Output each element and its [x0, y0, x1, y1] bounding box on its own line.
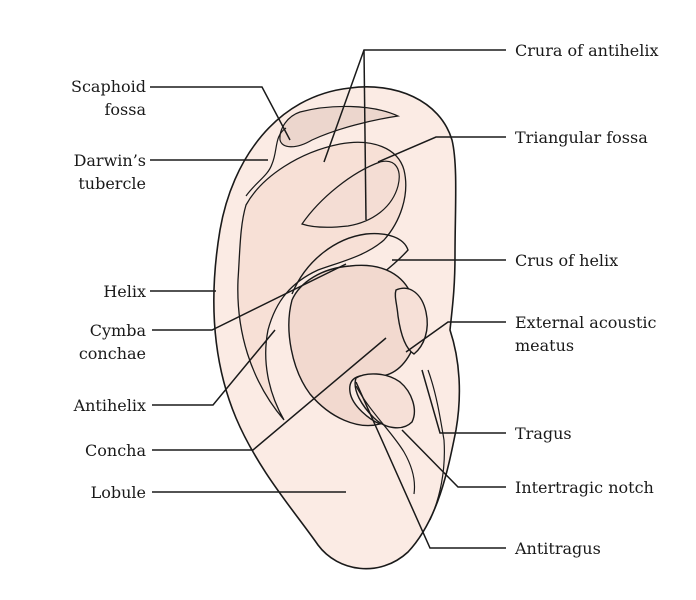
leader-external-acoustic-meatus — [405, 321, 506, 353]
leader-scaphoid-fossa — [150, 86, 291, 141]
leader-cymba-conchae — [152, 263, 347, 331]
label-darwins-tubercle: Darwin’s tubercle — [73, 151, 146, 193]
label-tragus: Tragus — [515, 424, 572, 443]
label-antitragus: Antitragus — [515, 539, 601, 558]
label-scaphoid-fossa: Scaphoid fossa — [71, 77, 146, 119]
label-triangular-fossa: Triangular fossa — [515, 128, 648, 147]
label-crus-of-helix: Crus of helix — [515, 251, 619, 270]
triangular-fossa-shape — [301, 160, 400, 228]
leader-triangular-fossa — [377, 136, 506, 163]
leader-tragus — [421, 369, 506, 434]
tragus-shape — [394, 287, 428, 355]
label-external-acoustic-meatus: External acoustic meatus — [515, 313, 657, 355]
leader-antitragus — [355, 381, 506, 549]
darwins-tubercle-bump — [245, 127, 287, 197]
leader-crura-of-antihelix-b — [363, 49, 367, 221]
label-antihelix: Antihelix — [73, 396, 146, 415]
leader-antihelix — [152, 329, 276, 406]
label-lobule: Lobule — [90, 483, 146, 502]
antitragus-ridge — [355, 385, 416, 495]
leader-lines-left — [150, 86, 387, 493]
leader-lines-right — [323, 49, 506, 549]
label-concha: Concha — [85, 441, 146, 460]
label-intertragic-notch: Intertragic notch — [515, 478, 654, 497]
label-crura-of-antihelix: Crura of antihelix — [515, 41, 659, 60]
leader-concha — [152, 337, 387, 451]
label-cymba-conchae: Cymba conchae — [78, 321, 146, 363]
leader-intertragic-notch — [401, 429, 506, 488]
antitragus-shape — [354, 373, 416, 429]
label-helix: Helix — [103, 282, 146, 301]
helix-inner-edge — [427, 369, 445, 521]
